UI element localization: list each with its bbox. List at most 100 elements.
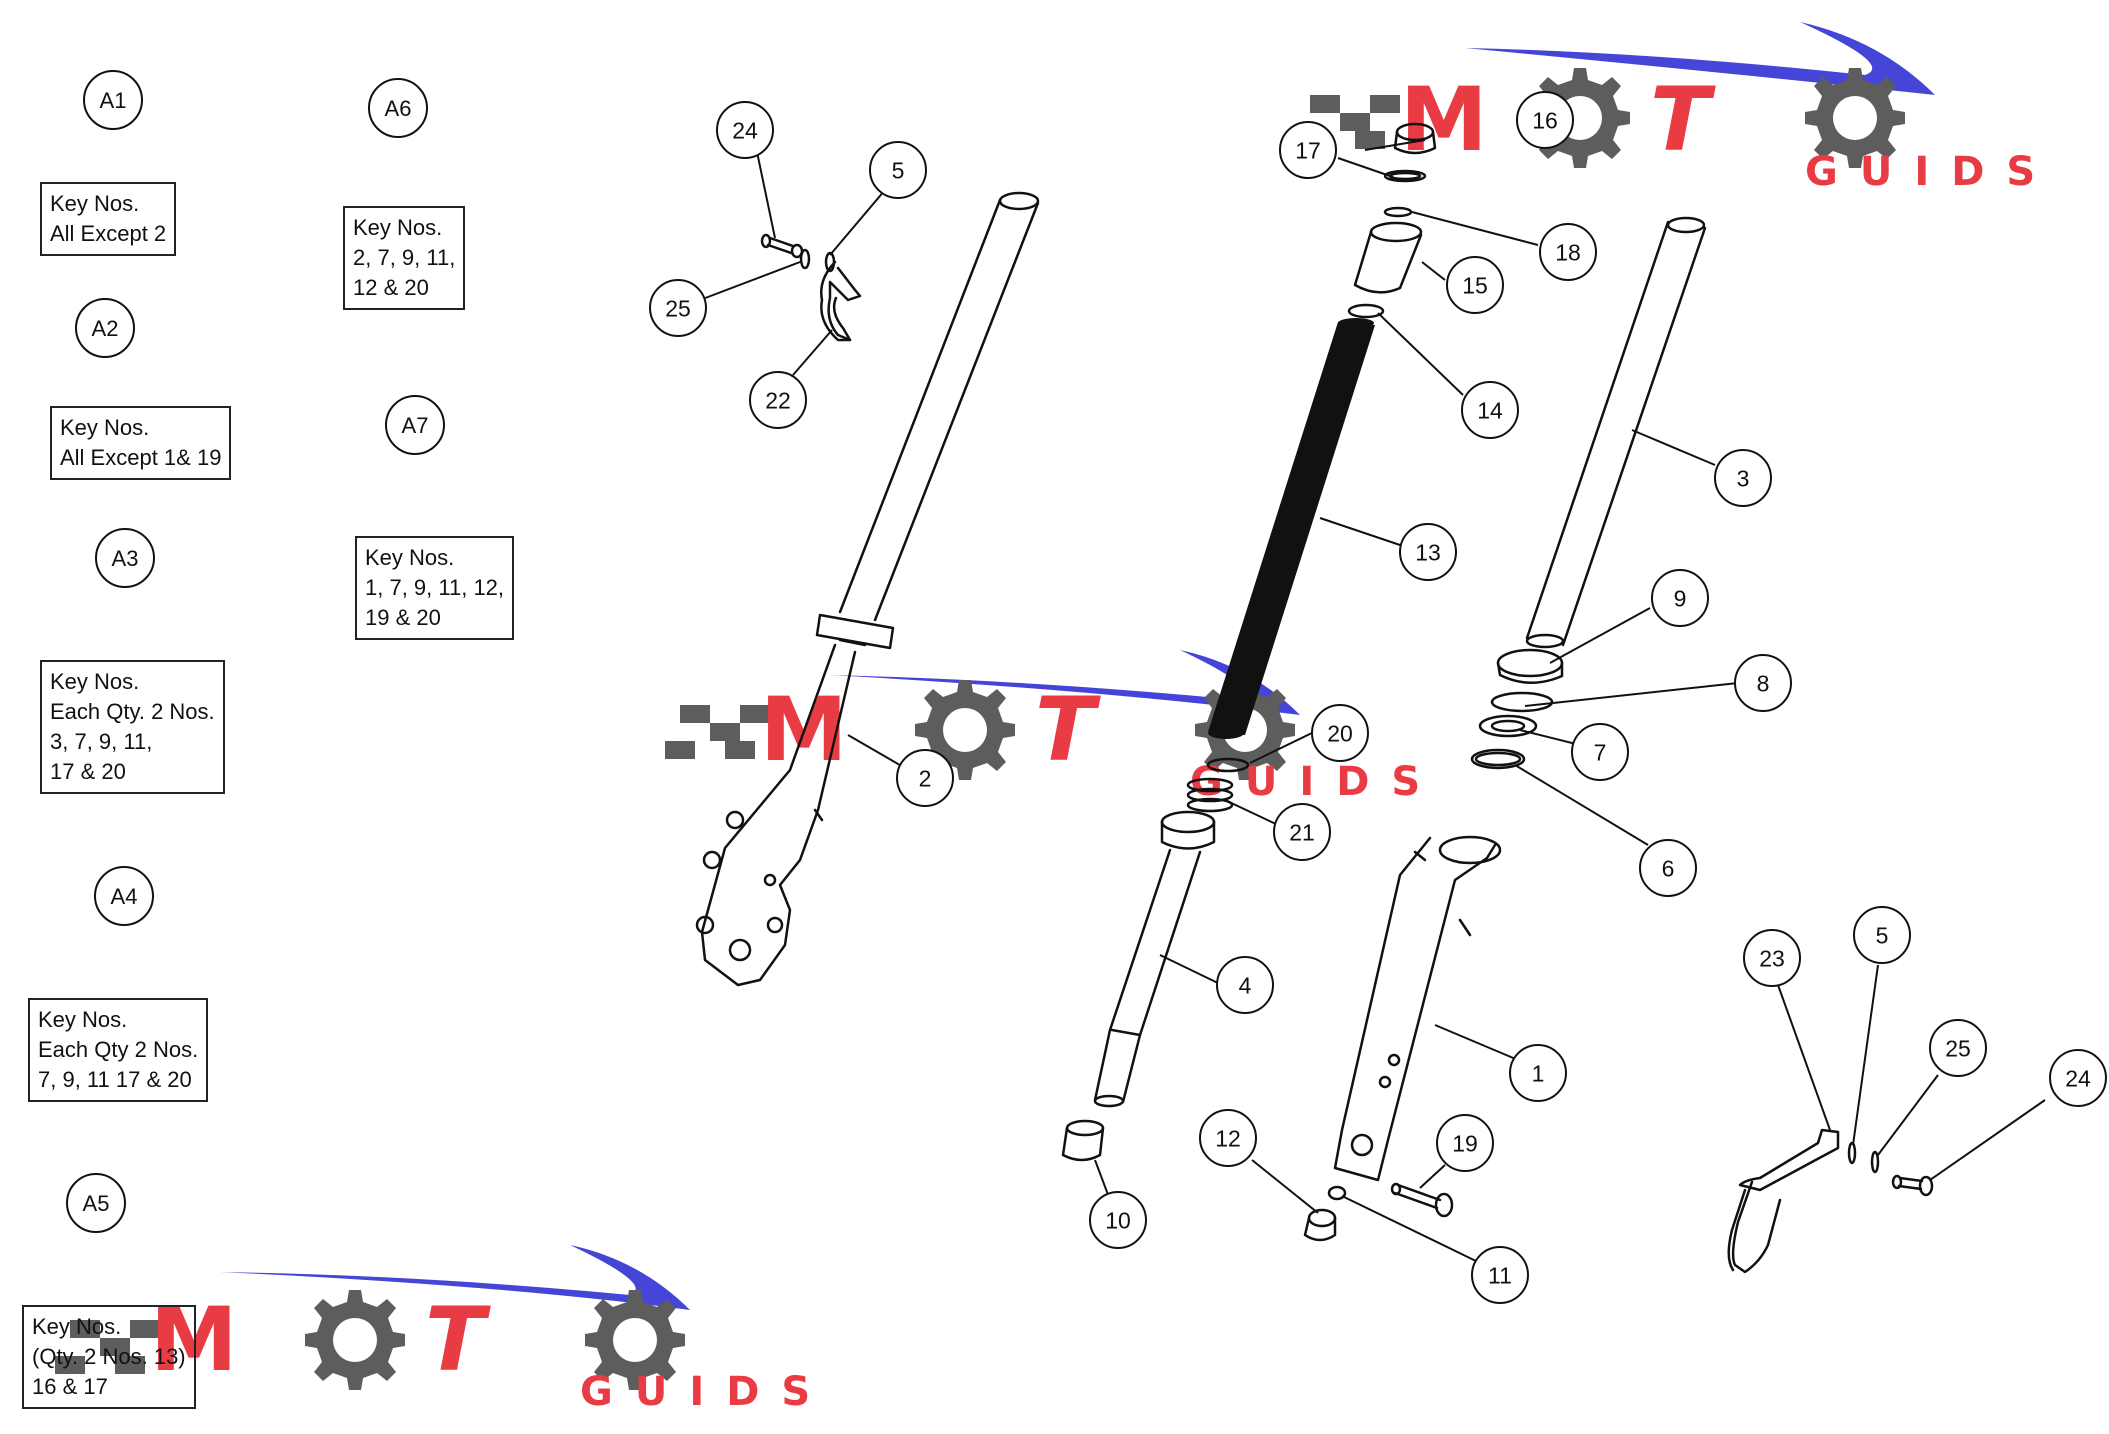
part-callout: 22 [749,371,807,429]
part-callout-label: 19 [1452,1130,1478,1156]
key-box-line: Key Nos. [365,545,455,570]
key-box-line: 7, 9, 11 17 & 20 [38,1067,192,1092]
part-callout-label: 12 [1215,1125,1241,1151]
part-callout-label: 18 [1555,239,1581,265]
assembly-label-a1-label: A1 [100,88,127,113]
bolt-icon [1303,1208,1337,1242]
watermark-middle: M T GUIDS [665,650,1420,805]
assembly-label-a5: A5 [66,1173,126,1233]
part-callout: 1 [1509,1044,1567,1102]
bracket-icon [1353,221,1423,294]
part-callout-label: 22 [765,387,791,413]
part-callout: 17 [1279,121,1337,179]
key-box-a1: Key Nos. All Except 2 [40,182,177,256]
fork-tube-icon [815,191,1040,650]
assembly-label-a4-label: A4 [111,884,138,909]
damper-rod-icon [1093,810,1216,1108]
part-callout: 5 [869,141,927,199]
part-callout: 3 [1714,449,1772,507]
part-callout-label: 15 [1462,272,1488,298]
fork-slider-icon [695,643,857,987]
watermark-t-letter: T [1650,68,1716,171]
assembly-label-a7: A7 [385,395,445,455]
key-box-line: Key Nos. [32,1314,122,1339]
seal-icon [1470,748,1526,770]
part-callout-label: 13 [1415,539,1441,565]
watermark-sub: GUIDS [1805,149,2057,195]
key-box-a4: Key Nos. Each Qty 2 Nos. 7, 9, 11 17 & 2… [28,998,209,1102]
part-callout: 4 [1216,956,1274,1014]
bracket-icon [1393,122,1437,155]
key-box-line: Key Nos. [353,215,443,240]
key-box-line: 16 & 17 [32,1374,108,1399]
key-box-a2: Key Nos. All Except 1& 19 [50,406,232,480]
seal-icon [1496,648,1564,684]
part-callout: 6 [1639,839,1697,897]
key-box-a3: Key Nos. Each Qty. 2 Nos. 3, 7, 9, 11, 1… [40,660,225,794]
assembly-label-a6-label: A6 [385,96,412,121]
key-box-line: Key Nos. [60,415,150,440]
assembly-label-a4: A4 [94,866,154,926]
part-callout: 20 [1311,704,1369,762]
key-box-line: Key Nos. [50,669,140,694]
assembly-label-a1: A1 [83,70,143,130]
watermark-t-letter: T [425,1288,491,1391]
part-callout: 5 [1853,906,1911,964]
spring-icon [1208,318,1375,739]
part-callout: 13 [1399,523,1457,581]
seal-icon [1383,206,1413,218]
part-callout: 2 [896,749,954,807]
assembly-label-a3: A3 [95,528,155,588]
key-box-line: All Except 1& 19 [60,445,222,470]
fork-slider-icon [1333,835,1502,1182]
bolt-icon [760,233,804,259]
part-callout: 19 [1436,1114,1494,1172]
key-box-line: 1, 7, 9, 11, 12, [365,575,505,600]
part-callout-label: 14 [1477,397,1503,423]
seal-icon [1490,691,1554,713]
part-callout-label: 11 [1488,1262,1512,1288]
part-callout-label: 5 [1876,922,1889,948]
part-callout-label: 24 [2065,1065,2091,1091]
key-box-a6: Key Nos. 2, 7, 9, 11, 12 & 20 [343,206,466,310]
seal-icon [1478,714,1538,738]
assembly-label-a2: A2 [75,298,135,358]
part-callout: 14 [1461,381,1519,439]
key-box-line: Each Qty. 2 Nos. [50,699,215,724]
spring-icon [1186,777,1234,813]
bracket-icon [820,260,862,342]
bracket-icon [1061,1119,1105,1162]
assembly-label-a7-label: A7 [402,413,429,438]
bolt-icon [1390,1182,1454,1218]
assembly-label-a5-label: A5 [83,1191,110,1216]
key-box-line: 17 & 20 [50,759,126,784]
part-callout: 25 [649,279,707,337]
key-box-line: 12 & 20 [353,275,429,300]
part-callout-label: 7 [1594,739,1607,765]
key-box-line: Key Nos. [38,1007,128,1032]
part-callout-label: 23 [1759,945,1785,971]
part-callout: 9 [1651,569,1709,627]
key-box-line: 19 & 20 [365,605,441,630]
watermark-m-letter: M [1400,68,1488,171]
part-callout-label: 10 [1105,1207,1131,1233]
callout-layer: 2452522216171815141320214101211191398762… [649,91,2107,1304]
leader-lines [699,139,2046,1263]
seal-icon [799,248,836,273]
part-callout: 10 [1089,1191,1147,1249]
seal-icon [1347,303,1385,319]
key-box-line: All Except 2 [50,221,167,246]
assembly-label-a3-label: A3 [112,546,139,571]
part-callout-label: 24 [732,117,758,143]
watermark-sub: GUIDS [580,1369,832,1415]
part-callout: 7 [1571,723,1629,781]
part-callout: 24 [2049,1049,2107,1107]
watermark-t-letter: T [1035,678,1101,781]
fork-tube-icon [1525,216,1707,649]
part-callout-label: 8 [1757,670,1770,696]
assembly-label-a2-label: A2 [92,316,119,341]
part-callout-label: 25 [665,295,691,321]
part-callout-label: 1 [1532,1060,1545,1086]
